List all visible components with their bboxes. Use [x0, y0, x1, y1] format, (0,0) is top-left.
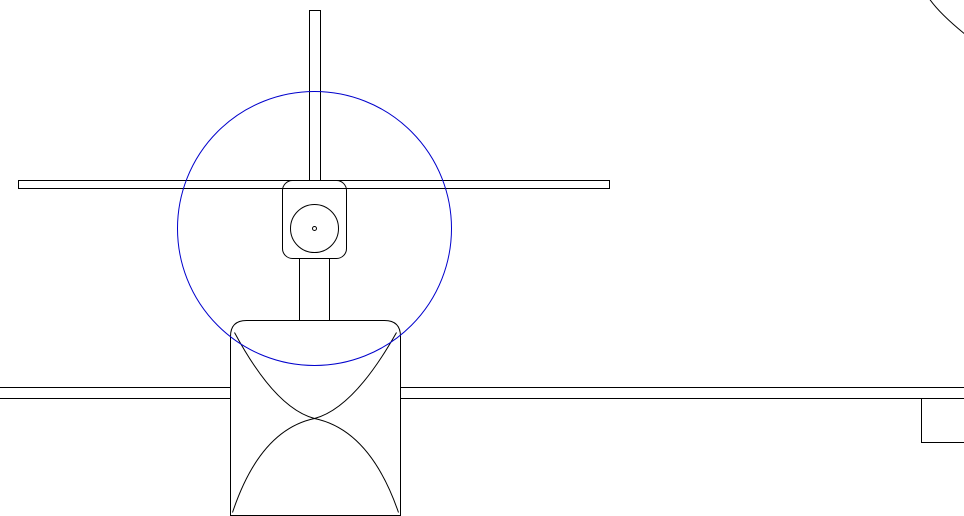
- lower-arch: [233, 419, 399, 513]
- left-rail: [0, 388, 231, 399]
- right-rail: [401, 388, 964, 399]
- right-bracket: [922, 399, 964, 443]
- pivot-circle: [291, 205, 339, 253]
- top-mast: [310, 11, 321, 181]
- neck: [300, 259, 330, 321]
- corner-curve: [930, 0, 964, 35]
- main-body: [231, 321, 401, 516]
- upper-arch: [235, 333, 397, 419]
- crossbar: [19, 181, 610, 189]
- highlight-circle: [178, 92, 452, 366]
- pivot-center-dot: [313, 227, 317, 231]
